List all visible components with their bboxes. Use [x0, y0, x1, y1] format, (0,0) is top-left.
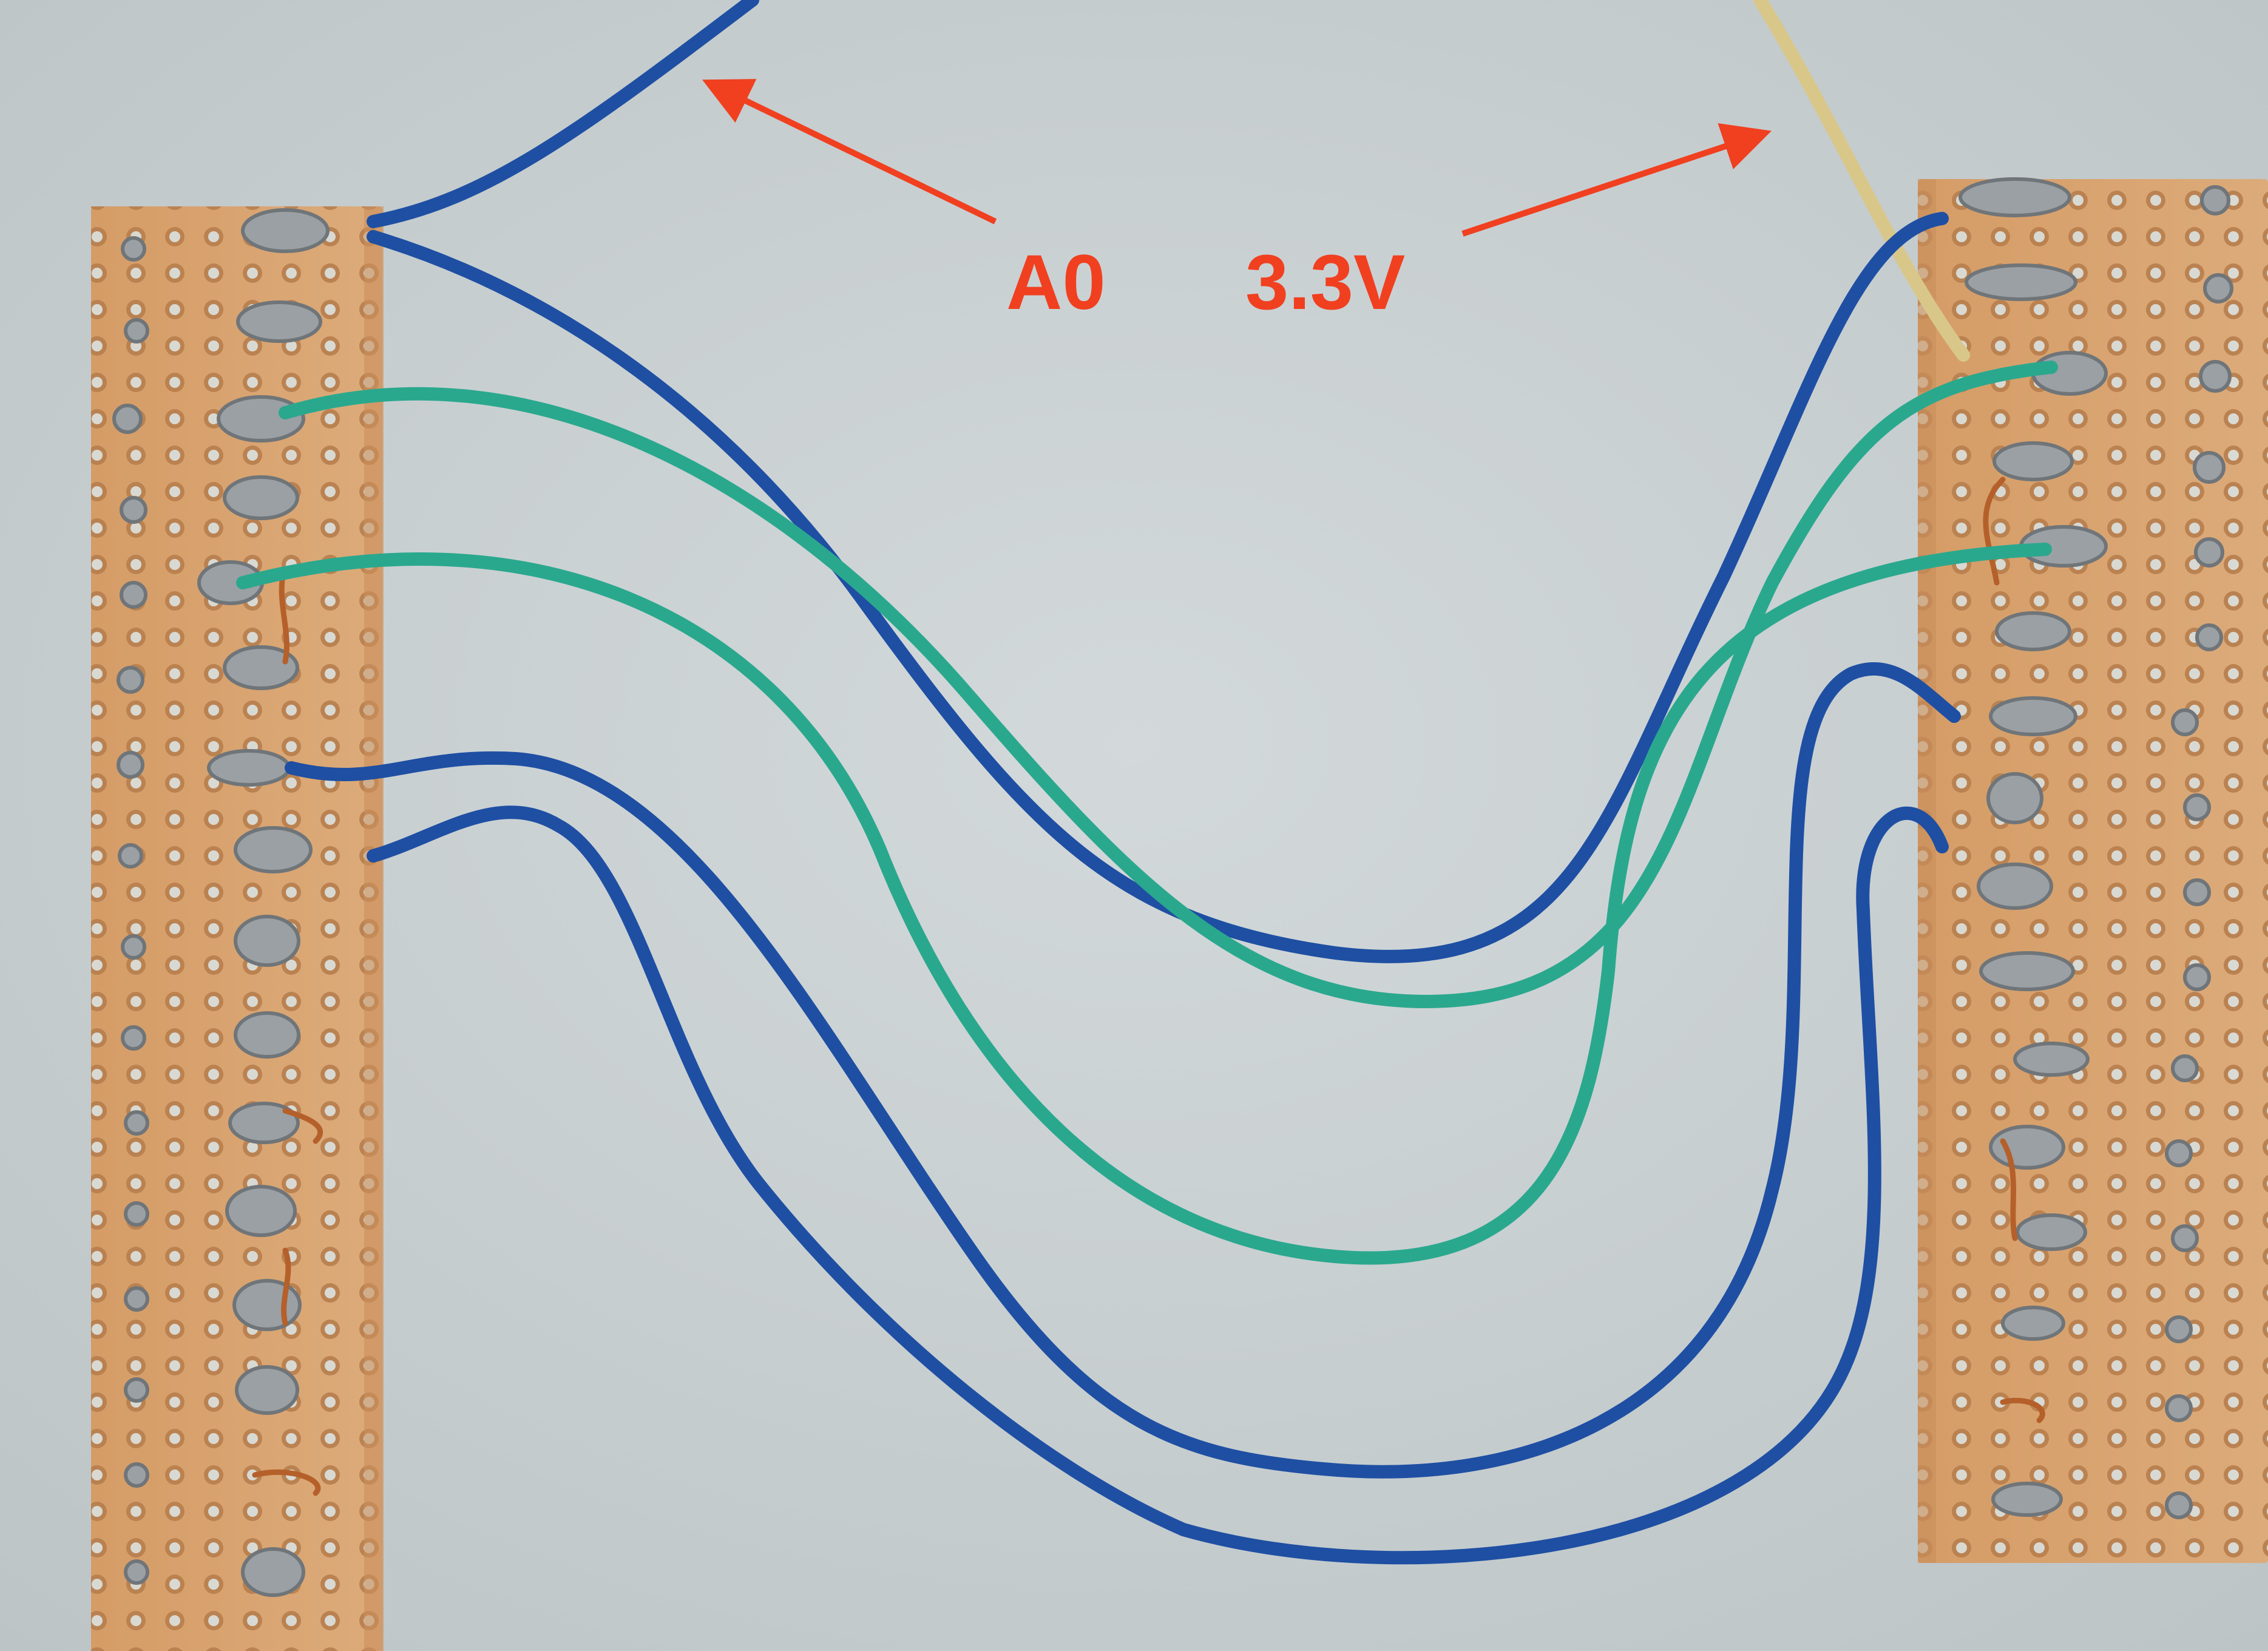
left-solder-joints [112, 208, 330, 1597]
left-copper-jumpers [252, 568, 323, 1496]
wire-green-2 [236, 543, 2052, 1265]
wire-green-1 [279, 361, 2058, 1009]
wires [236, 0, 2058, 1565]
left-perfboard [91, 206, 384, 1651]
annotation-arrows [702, 79, 1772, 237]
arrow-a0 [702, 79, 997, 225]
right-solder-joints [1958, 177, 2233, 1519]
wire-yellow-33v [1753, 0, 1970, 362]
label-3v3: 3.3V [1245, 239, 1406, 326]
wire-blue-2 [285, 662, 1961, 1479]
arrow-33v [1461, 123, 1772, 237]
right-copper-jumpers [1983, 476, 2045, 1423]
label-a0: A0 [1006, 239, 1106, 326]
wire-blue-3 [367, 805, 1949, 1565]
wire-blue-1 [367, 212, 1949, 963]
wire-blue-a0 [367, 0, 759, 228]
right-perfboard [1918, 177, 2268, 1563]
